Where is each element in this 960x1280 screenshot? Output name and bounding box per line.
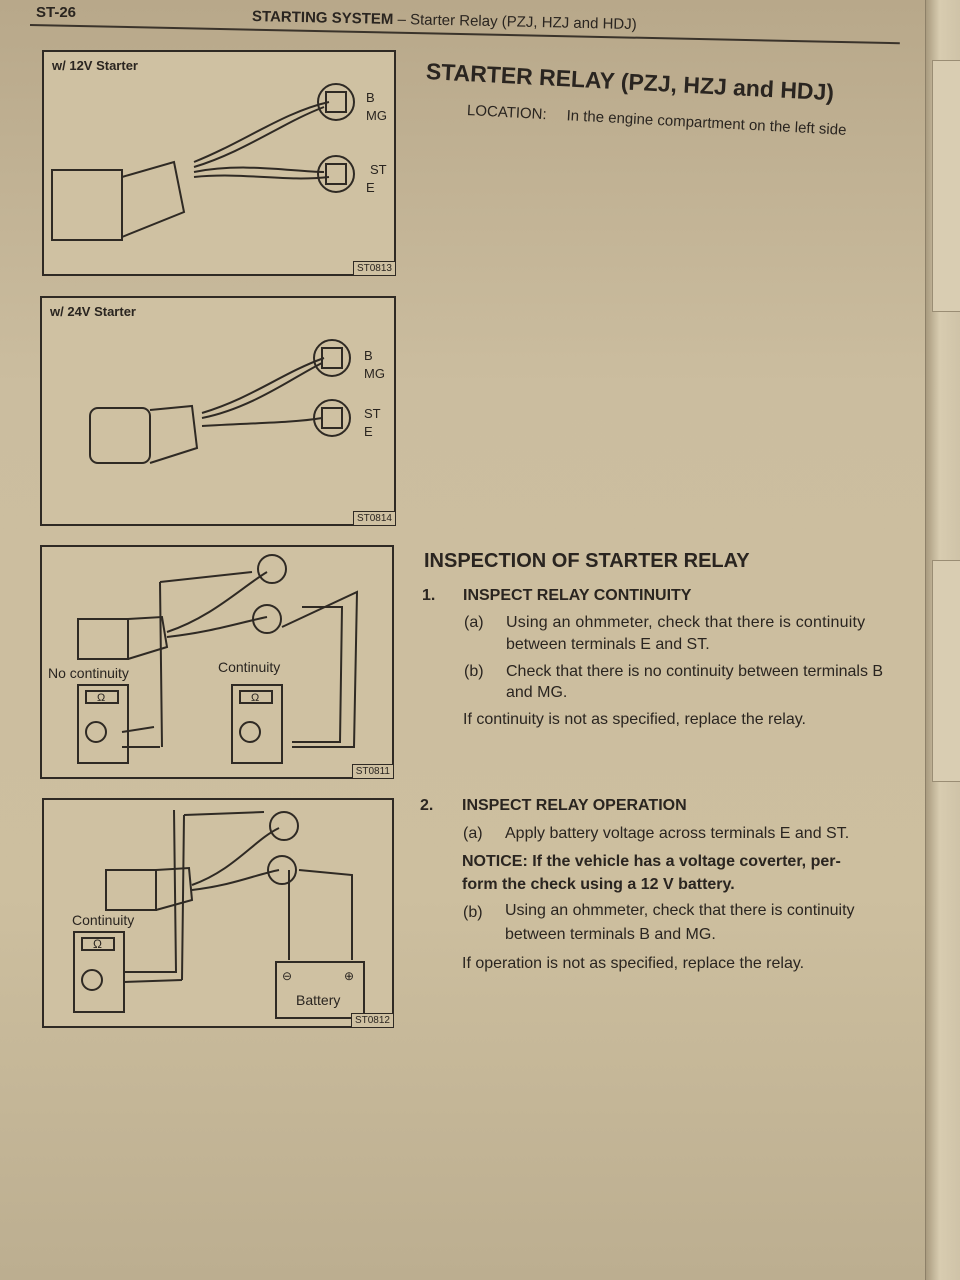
item-label: (a) bbox=[464, 614, 484, 631]
continuity-test-diagram: Ω Ω bbox=[77, 554, 359, 764]
item-text: Using an ohmmeter, check that there is c… bbox=[506, 614, 866, 631]
adjacent-page-edge bbox=[925, 0, 960, 1280]
figure-operation-test: Ω ⊖ ⊕ Continuity Battery ST0812 bbox=[42, 798, 394, 1028]
notice-text: NOTICE: If the vehicle has a voltage cov… bbox=[462, 853, 841, 870]
inspection-heading: INSPECTION OF STARTER RELAY bbox=[424, 550, 750, 572]
item-text: and MG. bbox=[506, 684, 568, 701]
terminal-st: ST bbox=[370, 162, 387, 177]
terminal-b: B bbox=[364, 348, 373, 363]
step-number: 1. bbox=[422, 587, 436, 604]
label-battery: Battery bbox=[296, 992, 341, 1008]
item-label: (b) bbox=[463, 904, 483, 921]
ohm-symbol: Ω bbox=[97, 692, 105, 704]
page-tab bbox=[932, 560, 960, 782]
step-title: INSPECT RELAY OPERATION bbox=[462, 797, 687, 814]
ohm-symbol: Ω bbox=[251, 692, 259, 704]
figure-caption: w/ 12V Starter bbox=[52, 58, 138, 73]
item-label: (a) bbox=[463, 825, 483, 842]
battery-positive-terminal: ⊕ bbox=[344, 969, 354, 983]
location-label: LOCATION: bbox=[466, 102, 548, 124]
item-text: between terminals B and MG. bbox=[505, 926, 716, 943]
label-continuity: Continuity bbox=[218, 659, 281, 675]
terminal-e: E bbox=[364, 424, 373, 439]
label-no-continuity: No continuity bbox=[48, 665, 129, 681]
page-number: ST-26 bbox=[36, 4, 77, 21]
location: LOCATION: In the engine compartment on th… bbox=[467, 102, 847, 139]
step-note: If operation is not as specified, replac… bbox=[462, 955, 805, 972]
step-number: 2. bbox=[420, 797, 434, 814]
figure-12v-starter: w/ 12V Starter B MG ST E ST0813 bbox=[42, 50, 396, 276]
terminal-mg: MG bbox=[364, 366, 385, 381]
battery-negative-terminal: ⊖ bbox=[282, 969, 292, 983]
item-text: Using an ohmmeter, check that there is c… bbox=[505, 902, 855, 919]
ohm-symbol: Ω bbox=[93, 937, 102, 951]
page-title: STARTER RELAY (PZJ, HZJ and HDJ) bbox=[425, 58, 835, 106]
terminal-b: B bbox=[366, 90, 375, 105]
item-text: Apply battery voltage across terminals E… bbox=[505, 825, 850, 842]
item-label: (b) bbox=[464, 663, 484, 680]
figure-caption: w/ 24V Starter bbox=[50, 304, 136, 319]
figure-continuity-test: Ω Ω No continuity Continuity ST0811 bbox=[40, 545, 394, 779]
terminal-mg: MG bbox=[366, 108, 387, 123]
notice-text: form the check using a 12 V battery. bbox=[462, 876, 735, 893]
step-title: INSPECT RELAY CONTINUITY bbox=[463, 587, 692, 604]
location-text: In the engine compartment on the left si… bbox=[566, 107, 847, 139]
figure-code: ST0814 bbox=[352, 511, 396, 526]
figure-code: ST0812 bbox=[350, 1013, 394, 1028]
terminal-st: ST bbox=[364, 406, 381, 421]
item-text: Check that there is no continuity betwee… bbox=[506, 663, 884, 680]
figure-code: ST0813 bbox=[352, 261, 396, 276]
item-text: between terminals E and ST. bbox=[506, 636, 710, 653]
header-section: STARTING SYSTEM bbox=[251, 8, 394, 28]
page-tab bbox=[932, 60, 960, 312]
figure-code: ST0811 bbox=[351, 764, 394, 779]
label-continuity: Continuity bbox=[72, 912, 135, 928]
relay-connector-diagram: B MG ST E bbox=[51, 83, 387, 241]
terminal-e: E bbox=[366, 180, 375, 195]
figure-24v-starter: w/ 24V Starter B MG ST E ST0814 bbox=[40, 296, 396, 526]
header-subsection: – Starter Relay (PZJ, HZJ and HDJ) bbox=[397, 11, 637, 34]
operation-test-diagram: Ω ⊖ ⊕ bbox=[73, 809, 365, 1019]
relay-connector-diagram: B MG ST E bbox=[89, 339, 385, 464]
step-note: If continuity is not as specified, repla… bbox=[463, 711, 806, 728]
